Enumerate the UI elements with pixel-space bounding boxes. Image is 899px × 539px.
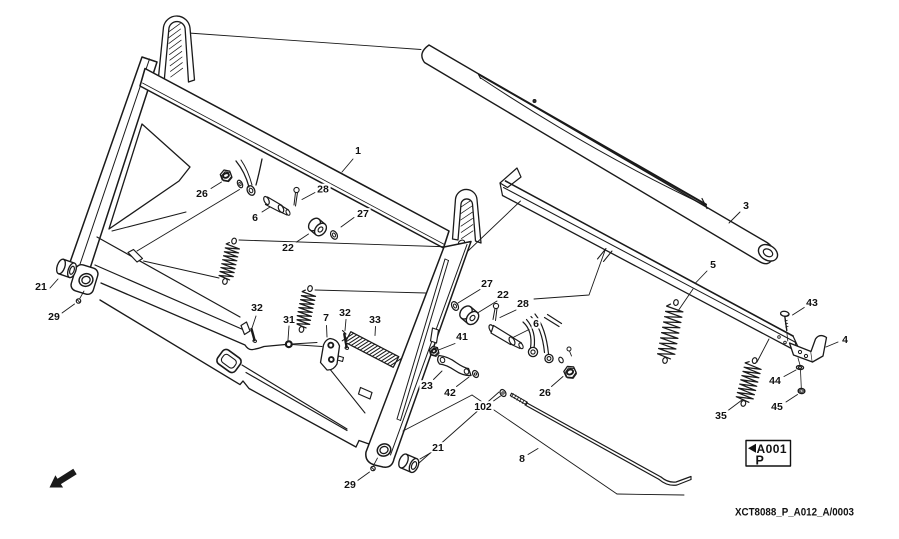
svg-text:32: 32 <box>251 302 263 314</box>
svg-text:27: 27 <box>357 208 369 220</box>
svg-text:33: 33 <box>369 314 381 326</box>
svg-text:21: 21 <box>432 442 444 454</box>
svg-text:45: 45 <box>771 401 783 413</box>
svg-text:41: 41 <box>456 331 468 343</box>
svg-text:44: 44 <box>769 375 781 387</box>
svg-text:29: 29 <box>344 479 356 491</box>
svg-text:21: 21 <box>35 281 47 293</box>
svg-text:42: 42 <box>444 387 456 399</box>
svg-text:26: 26 <box>196 188 208 200</box>
svg-text:35: 35 <box>715 410 727 422</box>
svg-text:6: 6 <box>252 212 258 224</box>
svg-text:P: P <box>756 454 764 468</box>
svg-text:4: 4 <box>842 334 848 346</box>
svg-text:27: 27 <box>481 278 493 290</box>
svg-text:8: 8 <box>519 453 525 465</box>
svg-text:3: 3 <box>743 200 749 212</box>
svg-text:28: 28 <box>517 298 529 310</box>
svg-text:XCT8088_P_A012_A/0003: XCT8088_P_A012_A/0003 <box>735 507 854 519</box>
svg-text:6: 6 <box>533 318 539 330</box>
svg-text:22: 22 <box>497 289 509 301</box>
svg-text:43: 43 <box>806 297 818 309</box>
svg-text:31: 31 <box>283 314 295 326</box>
svg-text:5: 5 <box>710 259 716 271</box>
svg-text:32: 32 <box>339 307 351 319</box>
svg-text:22: 22 <box>282 242 294 254</box>
svg-text:28: 28 <box>317 184 329 196</box>
svg-text:102: 102 <box>474 401 492 413</box>
svg-text:23: 23 <box>421 380 433 392</box>
svg-text:26: 26 <box>539 387 551 399</box>
svg-text:A001: A001 <box>757 442 787 456</box>
svg-text:1: 1 <box>355 145 361 157</box>
svg-text:29: 29 <box>48 311 60 323</box>
svg-text:7: 7 <box>323 312 329 324</box>
